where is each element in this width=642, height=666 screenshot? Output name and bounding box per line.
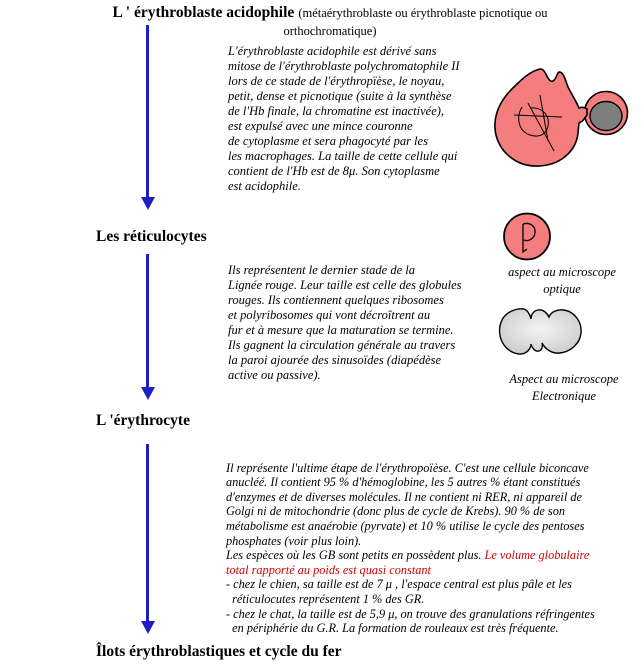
arrow-shaft [146,254,149,388]
erythrocyte-paragraph: Il représente l'ultime étape de l'érythr… [226,446,642,636]
erythrocyte-text-start: Il représente l'ultime étape de l'érythr… [226,460,589,563]
reticulocyte-optical-figure [503,212,551,261]
acidophile-paragraph: L'érythroblaste acidophile est dérivé sa… [228,44,460,193]
arrow-shaft [146,444,149,622]
reticulocyte-cell [503,212,551,261]
arrow-down-icon [140,197,155,210]
em-microscope-label: Aspect au microscope Electronique [509,372,619,403]
section-heading-erythrocyte: L 'érythrocyte [96,412,190,429]
title-main: L ' érythroblaste acidophile [112,4,295,21]
expelled-nucleus [589,100,623,132]
acidophile-cell-figure [494,68,629,167]
flow-arrow-1 [140,25,155,210]
cell-body [494,68,588,167]
chromatin-scribble [513,94,563,152]
flow-arrow-3 [140,444,155,634]
arrow-down-icon [140,387,155,400]
erythrocyte-text-end: - chez le chien, sa taille est de 7 μ , … [226,577,595,636]
flow-arrow-2 [140,254,155,400]
title-qualifier: (métaérythroblaste ou érythroblaste picn… [283,6,548,38]
optical-microscope-label: aspect au microscope optique [508,265,616,296]
arrow-shaft [146,25,149,198]
reticulum-squiggle [522,222,536,254]
em-cell-shape [498,308,582,355]
section-heading-reticulocytes: Les réticulocytes [96,228,207,245]
reticulocyte-em-figure [498,308,582,355]
reticulocytes-paragraph: Ils représentent le dernier stade de la … [228,263,462,382]
page-title: L ' érythroblaste acidophile (métaérythr… [95,4,565,40]
section-heading-ilots: Îlots érythroblastiques et cycle du fer [96,643,342,660]
erythrocyte-highlight-red: Le volume globulaire total rapporté au p… [226,548,590,577]
arrow-down-icon [140,621,155,634]
